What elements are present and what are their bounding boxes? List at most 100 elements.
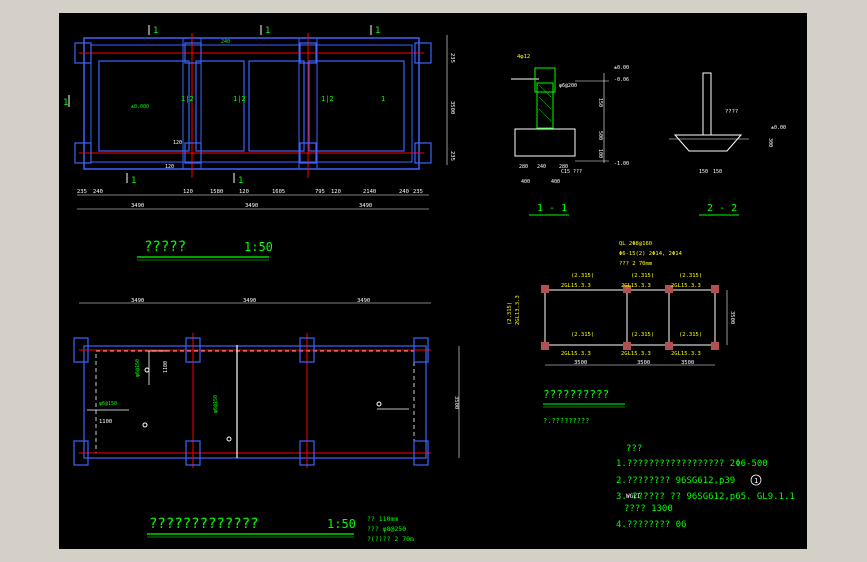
small-dim-2: 120 [173, 140, 182, 146]
dim-b1-10: 235 [413, 189, 423, 195]
slab-label-3: 1100 [163, 361, 169, 373]
section1-label-0: ±0.00 [614, 65, 629, 71]
foundation-plan-scale: 1:50 [244, 240, 273, 254]
beam-top-0: 2GL15.3.3 [561, 283, 591, 289]
mid-label-2: 1|2 [233, 95, 246, 103]
small-dim-1: 240 [221, 39, 230, 45]
notes-line-2: 3. ?????? ?? 96SG612,p65. GL9.1.1 [616, 492, 795, 502]
dim-b2-0: 3490 [131, 203, 144, 209]
beam-top-2: 2GL15.3.3 [671, 283, 701, 289]
section1-label-2: -1.00 [614, 161, 629, 167]
inner-elevation-note: ±0.000 [131, 104, 149, 110]
section1-top-note: 4φ12 [517, 54, 530, 60]
beam-top-1: 2GL15.3.3 [621, 283, 651, 289]
slab-label-4: 1100 [99, 419, 112, 425]
section1-rdim-2: 100 [597, 149, 603, 158]
beam-plan-title: ?????????? [543, 388, 609, 401]
dim-b1-0: 235 [77, 189, 87, 195]
beam-inner-label-0: (2.315) [571, 332, 594, 338]
dim-b2-1: 3490 [245, 203, 258, 209]
notes-beam-tag: WGLI [626, 493, 641, 500]
beam-top-label-1: (2.315) [631, 273, 654, 279]
dim-r-0: 235 [449, 53, 455, 63]
section2-rdim-0: 300 [767, 138, 773, 147]
dim-b2-2: 3490 [359, 203, 372, 209]
dim-b1-1: 240 [93, 189, 103, 195]
slab-plan-title: ????????????? [149, 516, 259, 532]
beam-dim-1: 3500 [637, 360, 650, 366]
beam-bottom-2: 2GL15.3.3 [671, 351, 701, 357]
beam-top-label-0: (2.315) [571, 273, 594, 279]
beam-inner-label-2: (2.315) [679, 332, 702, 338]
section1-dim-0: 280 [519, 164, 528, 170]
section2-label-0: ???? [725, 109, 738, 115]
section1-label-1: -0.06 [614, 77, 629, 83]
dim-b1-5: 1605 [272, 189, 285, 195]
axis-label-top-3: 1 [375, 26, 380, 36]
axis-label-bottom-1: 1 [131, 176, 136, 186]
slab-note-2: ?(?)?? 2 70m [367, 535, 414, 543]
beam-plan-sub: ?.????????? [543, 417, 589, 425]
slab-dim-2: 3490 [357, 298, 370, 304]
beam-note-1: Φ6-15(2) 2Φ14, 2Φ14 [619, 251, 683, 257]
foundation-plan-title: ????? [144, 239, 186, 255]
section-2-2-title: 2 - 2 [707, 203, 737, 214]
general-notes: ??? 1.?????????????????? 2Φ6-500 2.?????… [616, 444, 795, 530]
axis-label-bottom-2: 1 [238, 176, 243, 186]
dim-b1-9: 240 [399, 189, 409, 195]
slab-note-1: ??? φ8@250 [367, 525, 406, 533]
section-2-2: ???? ±0.00 150 150 300 2 - 2 [669, 72, 786, 216]
notes-line-1: 2.???????? 96SG612,p39 [616, 476, 735, 486]
dim-b1-4: 120 [239, 189, 249, 195]
foundation-plan: 1 1 1 1 1 1 1|2 1|2 1|2 1 ±0.000 240 120… [63, 25, 455, 261]
cad-drawing: 1 1 1 1 1 1 1|2 1|2 1|2 1 ±0.000 240 120… [63, 25, 795, 543]
dim-b1-7: 120 [331, 189, 341, 195]
slab-note-0: ?? 110mm [367, 515, 398, 523]
cad-drawing-canvas[interactable]: 1 1 1 1 1 1 1|2 1|2 1|2 1 ±0.000 240 120… [59, 13, 807, 549]
dim-b1-6: 795 [315, 189, 325, 195]
beam-inner-label-1: (2.315) [631, 332, 654, 338]
dim-b1-2: 120 [183, 189, 193, 195]
notes-line-4: 4.???????? 06 [616, 520, 686, 530]
dim-b1-3: 1580 [210, 189, 223, 195]
beam-dim-right: 3500 [729, 311, 735, 324]
slab-dim-0: 3490 [131, 298, 144, 304]
notes-line-3: ???? 1300 [624, 504, 673, 514]
beam-note-2: ??? 2 70mm [619, 261, 653, 267]
beam-left-beam: 2GL13.3.3 [515, 295, 521, 325]
notes-heading: ??? [626, 444, 642, 454]
axis-label-top-1: 1 [153, 26, 158, 36]
section1-dim-2: 280 [559, 164, 568, 170]
slab-dim-right: 3500 [453, 396, 459, 409]
section1-dim-3: 400 [521, 179, 530, 185]
slab-dim-1: 3490 [243, 298, 256, 304]
slab-plan: 3490 3490 3490 φ6@150 φ6@150 φ6@150 1100… [73, 298, 460, 543]
section1-label-3: C15 ??? [561, 169, 582, 175]
slab-label-2: φ6@150 [135, 359, 141, 377]
beam-bottom-0: 2GL15.3.3 [561, 351, 591, 357]
section-1-1-title: 1 - 1 [537, 203, 567, 214]
axis-label-top-2: 1 [265, 26, 270, 36]
beam-note-0: QL 2Φ8@160 [619, 241, 652, 247]
beam-dim-2: 3500 [681, 360, 694, 366]
section1-dim-1: 240 [537, 164, 546, 170]
beam-bottom-1: 2GL15.3.3 [621, 351, 651, 357]
mid-label-3: 1|2 [321, 95, 334, 103]
section1-rdim-0: 150 [597, 98, 603, 107]
section1-tag: φ6@200 [559, 83, 577, 89]
beam-dim-0: 3500 [574, 360, 587, 366]
section2-dim-0: 150 [699, 169, 708, 175]
notes-line-0: 1.?????????????????? 2Φ6-500 [616, 459, 768, 469]
mid-label-1: 1|2 [181, 95, 194, 103]
slab-label-1: φ6@150 [99, 401, 117, 407]
section-1-1: 4φ12 φ6@200 ±0.00 -0.06 -1.00 C15 ??? 28… [511, 54, 629, 216]
slab-label-0: φ6@150 [213, 395, 219, 413]
section1-dim-4: 400 [551, 179, 560, 185]
dim-r-2: 235 [449, 151, 455, 161]
mid-label-4: 1 [381, 95, 385, 103]
section2-label-1: ±0.00 [771, 125, 786, 131]
notes-circle-mark: 1 [754, 477, 758, 485]
beam-plan: QL 2Φ8@160 Φ6-15(2) 2Φ14, 2Φ14 ??? 2 70m… [507, 241, 735, 425]
slab-plan-scale: 1:50 [327, 517, 356, 531]
section2-dim-1: 150 [713, 169, 722, 175]
